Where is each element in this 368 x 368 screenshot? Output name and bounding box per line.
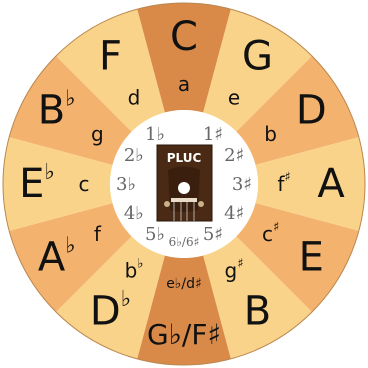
- tuning-peg-icon: [198, 201, 204, 207]
- major-key-name: F: [99, 34, 122, 80]
- signature-symbol: ♯: [243, 174, 252, 195]
- signature-symbol: ♭: [135, 145, 144, 166]
- minor-key-name: g: [225, 259, 238, 283]
- major-key-name: A: [317, 161, 345, 207]
- minor-key-name: e♭/d♯: [166, 276, 202, 292]
- signature-symbol: ♭: [127, 174, 136, 195]
- minor-key-name: g: [91, 122, 104, 146]
- major-key-label: A: [317, 161, 345, 207]
- signature-count: 1: [203, 123, 214, 144]
- key-signature-label: 4♯: [224, 203, 244, 224]
- major-key-name: G♭/F♯: [147, 318, 221, 351]
- major-key-name: E: [19, 161, 44, 207]
- minor-key-name: a: [178, 72, 190, 96]
- major-key-label: E: [299, 235, 324, 281]
- major-key-label: G♭/F♯: [147, 318, 221, 351]
- accidental: ♭: [137, 256, 143, 271]
- key-signature-label: 2♭: [124, 145, 144, 166]
- minor-key-label: f: [94, 222, 102, 246]
- major-key-label: D: [296, 88, 327, 134]
- tuning-peg-icon: [164, 201, 170, 207]
- minor-key-name: d: [128, 85, 141, 109]
- key-signature-label: 5♯: [203, 224, 223, 245]
- signature-count: 6♭/6♯: [169, 235, 200, 249]
- signature-count: 2: [124, 145, 135, 166]
- signature-count: 3: [116, 174, 127, 195]
- minor-key-name: f: [94, 222, 102, 246]
- key-signature-label: 1♭: [145, 123, 165, 144]
- minor-key-label: c: [79, 172, 90, 196]
- accidental: ♭: [65, 86, 75, 111]
- major-key-name: D: [296, 88, 327, 134]
- key-signature-label: 1♯: [203, 123, 223, 144]
- major-key-name: G: [242, 34, 273, 80]
- minor-key-name: e: [228, 85, 240, 109]
- accidental: ♯: [237, 256, 243, 271]
- signature-symbol: ♯: [236, 145, 245, 166]
- major-key-label: G: [242, 34, 273, 80]
- major-key-name: E: [299, 235, 324, 281]
- signature-symbol: ♭: [156, 224, 165, 245]
- signature-symbol: ♭: [156, 123, 165, 144]
- signature-count: 2: [224, 145, 235, 166]
- signature-symbol: ♯: [214, 123, 223, 144]
- signature-count: 1: [145, 123, 156, 144]
- accidental: ♭: [65, 233, 75, 258]
- key-signature-label: 4♭: [124, 203, 144, 224]
- signature-symbol: ♯: [236, 203, 245, 224]
- signature-symbol: ♭: [135, 203, 144, 224]
- minor-key-label: g: [91, 122, 104, 146]
- minor-key-name: b: [125, 259, 138, 283]
- minor-key-name: c: [262, 222, 273, 246]
- accidental: ♯: [273, 219, 279, 234]
- major-key-name: D: [90, 288, 121, 334]
- major-key-label: C: [170, 14, 198, 60]
- major-key-label: F: [99, 34, 122, 80]
- major-key-name: B: [38, 88, 65, 134]
- signature-count: 5: [203, 224, 214, 245]
- minor-key-name: b: [264, 122, 277, 146]
- signature-count: 3: [232, 174, 243, 195]
- minor-key-label: e♭/d♯: [166, 276, 202, 292]
- minor-key-label: a: [178, 72, 190, 96]
- key-signature-label: 3♭: [116, 174, 136, 195]
- major-key-name: A: [38, 235, 66, 281]
- accidental: ♭: [44, 159, 54, 184]
- key-signature-label: 3♯: [232, 174, 252, 195]
- signature-count: 4: [224, 203, 235, 224]
- headstock-hole-icon: [178, 182, 190, 194]
- major-key-label: B: [244, 288, 271, 334]
- signature-count: 4: [124, 203, 135, 224]
- logo-text: PLUC: [167, 151, 202, 165]
- major-key-name: C: [170, 14, 198, 60]
- accidental: ♭: [121, 287, 131, 312]
- key-signature-label: 2♯: [224, 145, 244, 166]
- minor-key-label: e: [228, 85, 240, 109]
- key-signature-label: 5♭: [145, 224, 165, 245]
- pluc-logo: PLUC: [157, 145, 212, 221]
- accidental: ♯: [284, 169, 290, 184]
- signature-count: 5: [145, 224, 156, 245]
- major-key-name: B: [244, 288, 271, 334]
- key-signature-label: 6♭/6♯: [169, 235, 200, 249]
- signature-symbol: ♯: [214, 224, 223, 245]
- minor-key-label: d: [128, 85, 141, 109]
- nut-icon: [171, 198, 197, 202]
- minor-key-name: c: [79, 172, 90, 196]
- minor-key-label: b: [264, 122, 277, 146]
